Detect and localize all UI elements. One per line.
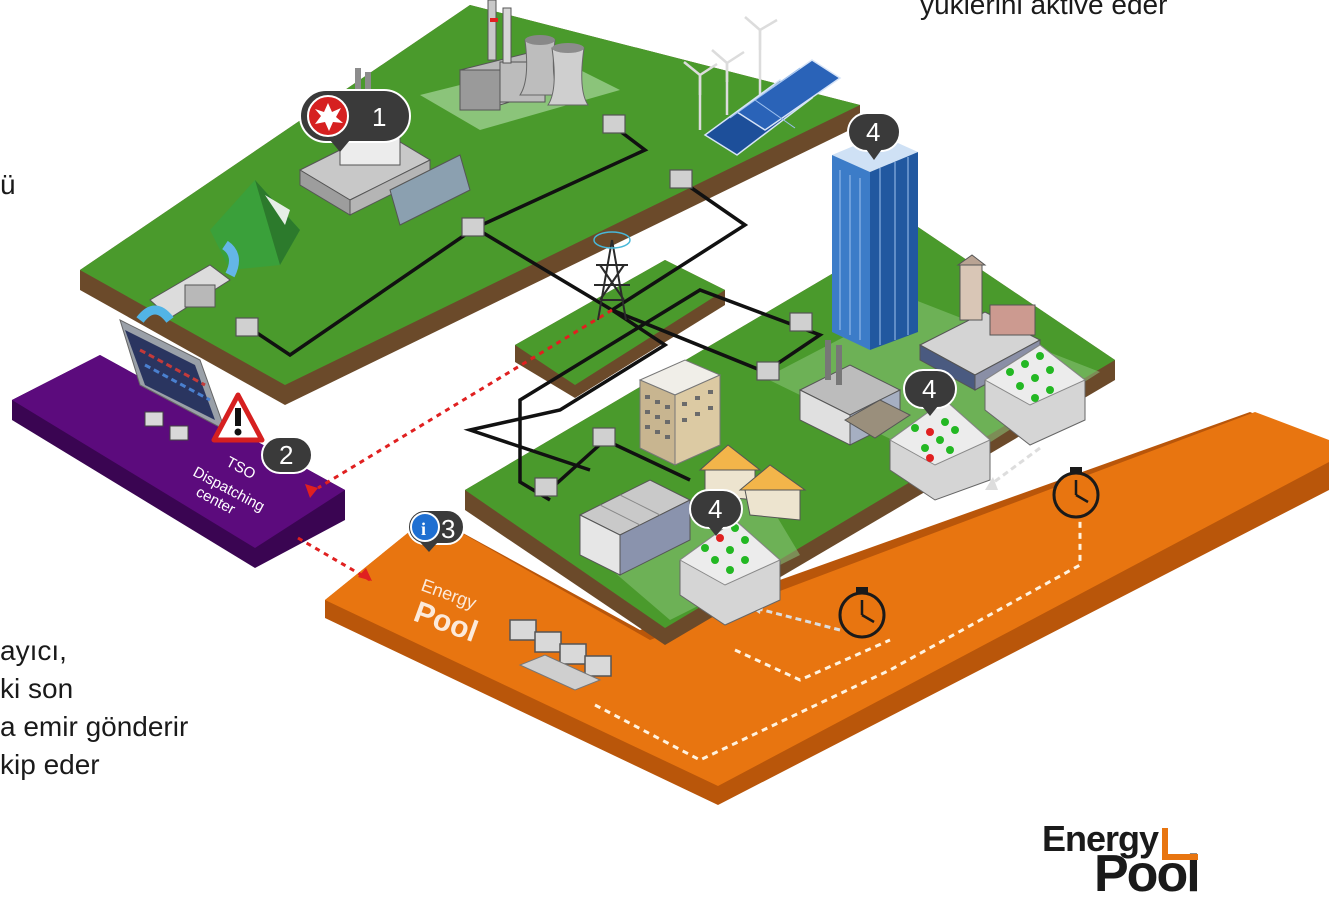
info-icon (410, 512, 440, 542)
badge-2-number: 2 (279, 440, 293, 470)
signal-paths (297, 308, 613, 582)
stopwatch-icon (838, 587, 886, 639)
caption-top-right: yüklerini aktive eder (920, 0, 1168, 20)
badge-3: i 3 (407, 509, 465, 552)
badge-2: 2 (261, 436, 313, 474)
activation-arrowhead-right (985, 477, 998, 490)
substation-tile (515, 260, 725, 398)
thermal-power-plant (458, 0, 589, 111)
caption-line: a emir gönderir (0, 711, 189, 742)
logo-text-top: Energy (1042, 818, 1159, 859)
signal-arrow-tso (305, 484, 318, 498)
caption-line: ki son (0, 673, 74, 704)
caption-left-top: ü (0, 169, 16, 200)
factory (798, 340, 912, 446)
junction-boxes (235, 114, 813, 497)
energy-pool-logo: Energy Pool (1040, 818, 1329, 903)
control-cabinet-2 (889, 399, 991, 501)
signal-arrow-pool (358, 568, 372, 581)
caption-left-bottom: ayıcı, ki son a emir gönderir kip eder (0, 632, 188, 784)
skyscraper (832, 135, 918, 350)
warehouse (578, 479, 692, 576)
tso-dispatching-platform: TSO Dispatching center (12, 319, 345, 568)
badge-4-number: 4 (922, 374, 936, 404)
hydro-dam (136, 180, 300, 323)
control-room-wall (119, 319, 226, 441)
control-cabinet-3 (984, 344, 1086, 446)
badge-4-number: 4 (708, 494, 722, 524)
badge-4-number: 4 (866, 117, 880, 147)
caption-line: kip eder (0, 749, 100, 780)
stopwatch-icon (1052, 467, 1100, 519)
badge-4-tower: 4 (847, 112, 901, 160)
badge-1: 1 (299, 89, 411, 152)
badge-4-warehouse: 4 (689, 489, 743, 536)
warning-icon (211, 392, 265, 443)
activation-arrows (754, 446, 1041, 632)
caption-line: ayıcı, (0, 635, 67, 666)
logo-accent-icon (1162, 828, 1198, 860)
svg-text:i: i (421, 519, 426, 539)
dispatch-workstations (509, 619, 612, 691)
energy-grid-diagram: Energy Pool TSO Dispatching center (12, 0, 1329, 805)
control-cabinet-1 (679, 519, 781, 626)
transmission-pylon (593, 231, 631, 321)
industrial-complex (918, 254, 1042, 391)
badge-4-factory: 4 (903, 369, 957, 416)
apartment-building (638, 359, 722, 466)
houses (698, 444, 807, 521)
solar-panels (703, 59, 842, 156)
badge-1-number: 1 (372, 102, 386, 132)
badge-3-number: 3 (441, 514, 455, 544)
wind-turbines (683, 16, 778, 130)
